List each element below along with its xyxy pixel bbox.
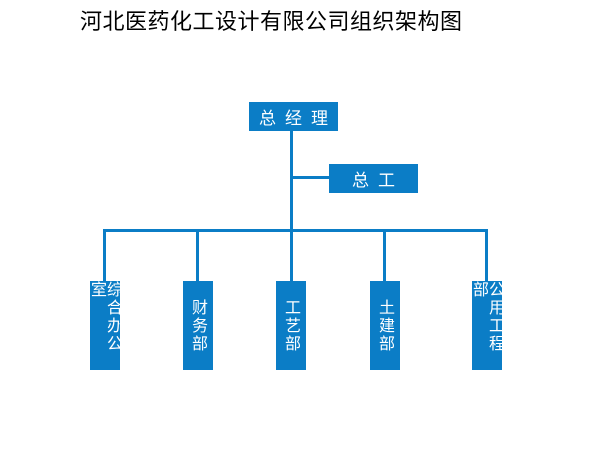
connector-dept-3: [290, 229, 293, 281]
connector-dept-2: [196, 229, 199, 281]
node-dept-process: 工艺部: [276, 281, 306, 370]
connector-dept-1: [103, 229, 106, 281]
node-dept-civil: 土建部: [370, 281, 400, 370]
node-general-manager: 总经理: [249, 102, 338, 131]
node-dept-general-office: 综合办公室: [88, 281, 123, 370]
connector-horizontal-bar: [103, 229, 488, 232]
node-chief-engineer: 总工: [329, 164, 418, 193]
connector-dept-5: [485, 229, 488, 281]
page-title: 河北医药化工设计有限公司组织架构图: [80, 10, 463, 35]
node-dept-finance: 财务部: [183, 281, 213, 370]
connector-assistant: [292, 176, 330, 179]
node-dept-utilities: 公用工程部: [470, 281, 505, 370]
connector-dept-4: [383, 229, 386, 281]
connector-root-down: [290, 131, 293, 230]
